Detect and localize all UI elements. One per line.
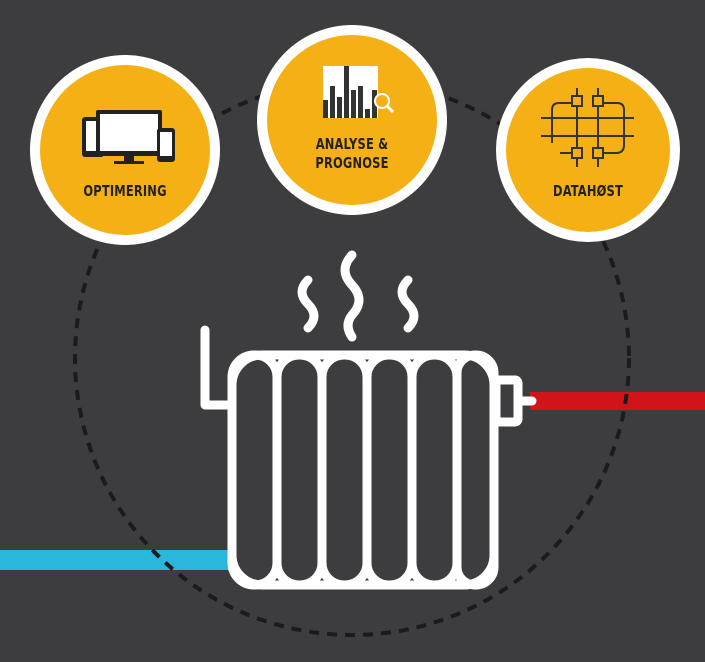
devices-icon [82,110,175,164]
node-label-analyse-line2: PROGNOSE [315,154,389,172]
hot-pipe [530,392,705,410]
node-label-optimering: OPTIMERING [83,182,167,200]
node-datahost [496,58,680,242]
data-network-icon [541,88,634,167]
node-label-datahost: DATAHØST [553,182,623,200]
node-label-analyse-line1: ANALYSE & [315,135,389,153]
cold-pipe [0,550,232,570]
node-analyse [257,25,447,215]
radiator-icon [200,250,537,590]
bar-chart-analysis-icon [323,66,395,118]
node-label-analyse: ANALYSE & PROGNOSE [301,135,403,173]
node-optimering [30,55,220,245]
